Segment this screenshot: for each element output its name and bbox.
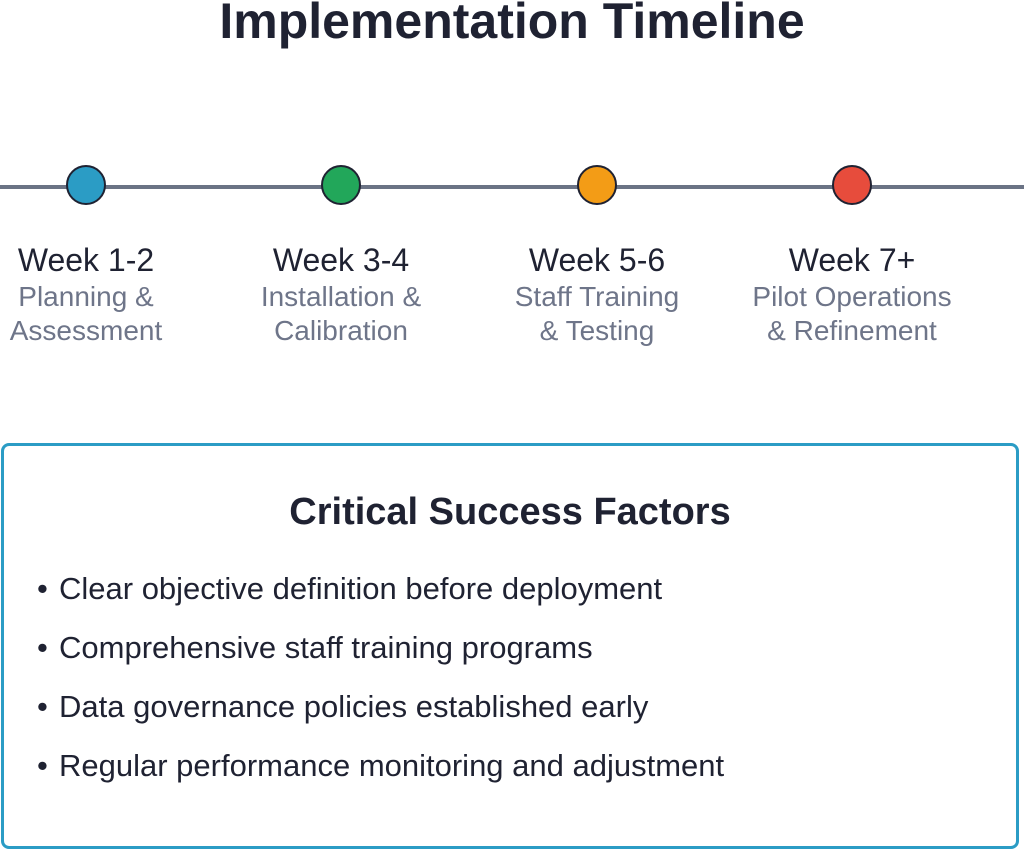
- milestone-description: Installation & Calibration: [260, 281, 422, 346]
- factors-title: Critical Success Factors: [289, 491, 731, 533]
- list-item: • Comprehensive staff training programs: [37, 618, 724, 677]
- milestone-week-1-2: Week 1-2 Planning & Assessment: [0, 165, 206, 348]
- factors-list: • Clear objective definition before deplo…: [37, 559, 724, 795]
- milestone-description: Planning & Assessment: [9, 281, 163, 346]
- milestone-dot: [832, 165, 872, 205]
- milestone-week-label: Week 3-4: [272, 242, 410, 278]
- milestone-week-3-4: Week 3-4 Installation & Calibration: [221, 165, 461, 348]
- list-item-text: Comprehensive staff training programs: [59, 630, 593, 665]
- milestone-week-5-6: Week 5-6 Staff Training & Testing: [477, 165, 717, 348]
- list-item-text: Clear objective definition before deploy…: [59, 571, 663, 606]
- milestone-description: Staff Training & Testing: [514, 281, 680, 346]
- list-item: • Clear objective definition before deplo…: [37, 559, 724, 618]
- list-item-text: Data governance policies established ear…: [59, 689, 649, 724]
- milestone-week-label: Week 7+: [788, 242, 916, 278]
- bullet-icon: •: [37, 689, 48, 724]
- page-title: Implementation Timeline: [219, 0, 805, 49]
- bullet-icon: •: [37, 571, 48, 606]
- milestone-week-7-plus: Week 7+ Pilot Operations & Refinement: [732, 165, 972, 348]
- milestone-week-label: Week 1-2: [17, 242, 155, 278]
- bullet-icon: •: [37, 748, 48, 783]
- milestone-dot: [577, 165, 617, 205]
- list-item: • Regular performance monitoring and adju…: [37, 736, 724, 795]
- bullet-icon: •: [37, 630, 48, 665]
- list-item: • Data governance policies established ea…: [37, 677, 724, 736]
- timeline-line: [0, 185, 1024, 189]
- milestone-dot: [66, 165, 106, 205]
- list-item-text: Regular performance monitoring and adjus…: [59, 748, 725, 783]
- critical-success-factors-box: Critical Success Factors • Clear objectiv…: [1, 443, 1019, 849]
- milestone-week-label: Week 5-6: [528, 242, 666, 278]
- milestone-description: Pilot Operations & Refinement: [752, 281, 952, 346]
- milestone-dot: [321, 165, 361, 205]
